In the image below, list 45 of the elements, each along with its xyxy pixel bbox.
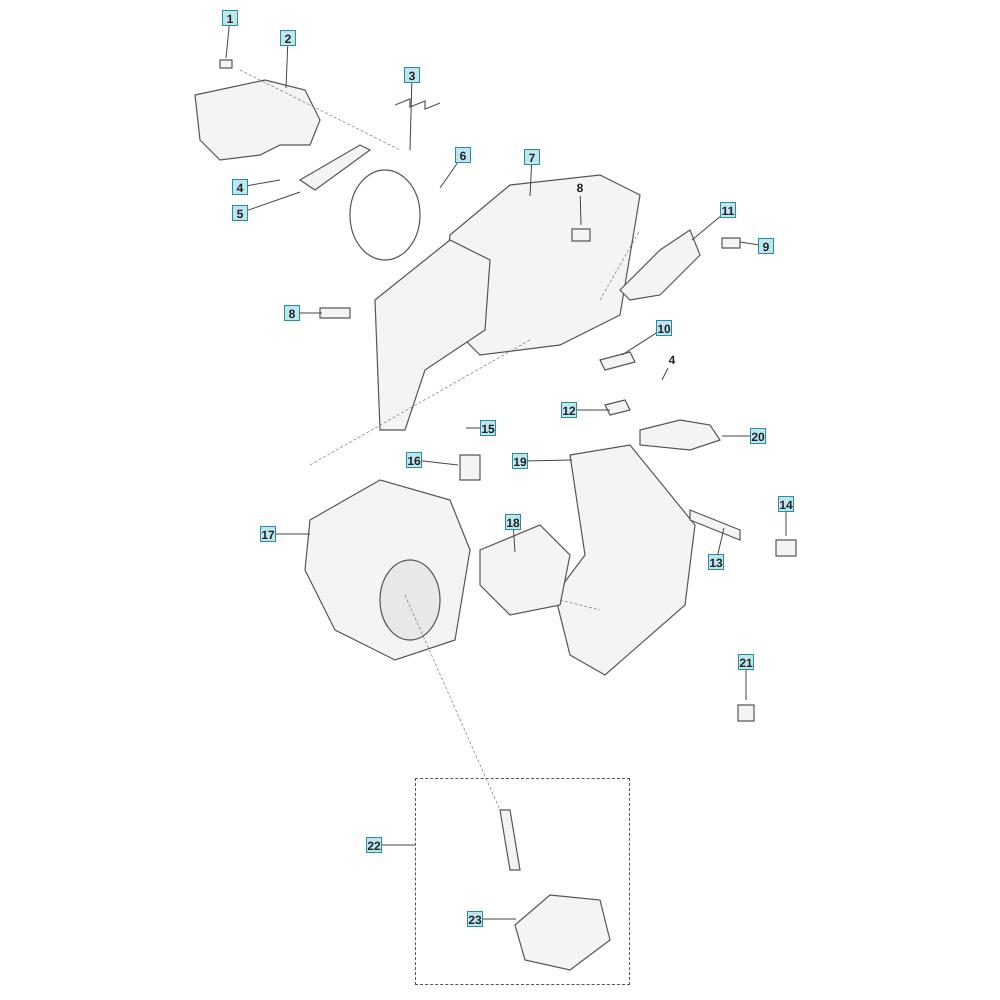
leader-line: [528, 460, 572, 462]
leader-line: [692, 216, 720, 240]
callout-number: 18: [505, 514, 521, 530]
callout-number: 1: [222, 10, 238, 26]
leader-line: [662, 368, 668, 380]
callout-number: 2: [280, 30, 296, 46]
dashed-kit-frame: [415, 778, 630, 985]
leader-line: [513, 530, 516, 552]
callout-number: 23: [467, 911, 483, 927]
callout-number: 19: [512, 453, 528, 469]
callout-number: 17: [260, 526, 276, 542]
callout-number: 16: [406, 452, 422, 468]
callout-number: 9: [758, 238, 774, 254]
leader-line: [717, 528, 724, 554]
callout-number: 3: [404, 67, 420, 83]
leader-line: [422, 460, 458, 466]
callout-number: 7: [524, 149, 540, 165]
callout-number: 13: [708, 554, 724, 570]
callout-number: 12: [561, 402, 577, 418]
callout-number: 21: [738, 654, 754, 670]
leader-line: [482, 918, 516, 920]
leader-line: [410, 82, 412, 150]
callout-number: 20: [750, 428, 766, 444]
leader-line: [382, 844, 416, 846]
leader-line: [440, 162, 458, 188]
leader-line: [580, 196, 582, 226]
callout-number: 10: [656, 320, 672, 336]
leader-line: [530, 164, 532, 196]
callout-number: 14: [778, 496, 794, 512]
leader-line: [622, 332, 656, 356]
callout-number: 5: [232, 205, 248, 221]
callout-number: 8: [572, 180, 588, 196]
callout-number: 4: [232, 179, 248, 195]
callout-number: 8: [284, 305, 300, 321]
callout-number: 15: [480, 420, 496, 436]
leader-line: [226, 26, 230, 58]
callout-number: 22: [366, 837, 382, 853]
callout-number: 11: [720, 202, 736, 218]
callout-number: 4: [664, 352, 680, 368]
leader-line: [300, 312, 322, 314]
leader-line: [740, 242, 758, 246]
leader-line: [248, 192, 300, 211]
leader-line: [248, 180, 280, 186]
leader-line: [286, 46, 288, 88]
callout-number: 6: [455, 147, 471, 163]
